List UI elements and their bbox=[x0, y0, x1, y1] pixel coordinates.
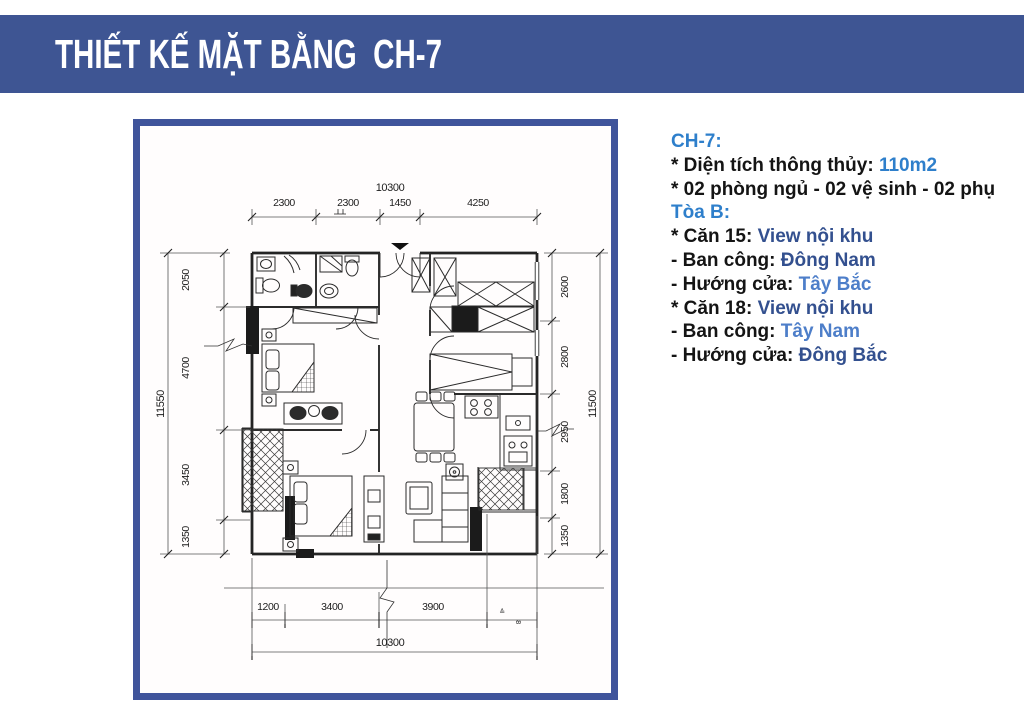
balcony-walls bbox=[241, 427, 537, 513]
dim-label: 10300 bbox=[376, 182, 405, 194]
info-line-area: * Diện tích thông thủy: 110m2 bbox=[671, 154, 938, 176]
dimension-right bbox=[537, 248, 608, 559]
bedroom-top-right bbox=[429, 257, 535, 391]
dimension-bottom bbox=[224, 514, 604, 660]
dim-label: 3450 bbox=[180, 464, 192, 486]
dim-label: 1800 bbox=[559, 483, 571, 505]
bedroom-1 bbox=[261, 307, 378, 425]
dim-label: 2300 bbox=[337, 197, 359, 209]
bedroom-2 bbox=[242, 428, 353, 552]
info-line-rooms: * 02 phòng ngủ - 02 vệ sinh - 02 phụ bbox=[671, 178, 996, 200]
dimension-top-labels: 10300 2300 2300 1450 4250 bbox=[273, 182, 490, 209]
dim-label: 4700 bbox=[180, 357, 192, 379]
dim-label: 11500 bbox=[587, 390, 599, 418]
unit-code: CH-7: bbox=[671, 131, 722, 152]
balcony-right bbox=[478, 467, 537, 511]
dim-label: 1350 bbox=[180, 526, 192, 548]
page-title: THIẾT KẾ MẶT BẰNG CH-7 bbox=[55, 30, 443, 77]
dimension-right-labels: 2600 2800 2950 1800 1350 11500 bbox=[559, 276, 599, 547]
dim-label: 2950 bbox=[559, 421, 571, 443]
kitchen bbox=[464, 393, 538, 471]
header-bar: THIẾT KẾ MẶT BẰNG CH-7 bbox=[0, 15, 1024, 93]
dimension-top bbox=[247, 209, 542, 225]
window bbox=[534, 262, 540, 356]
info-line-tower: Tòa B: bbox=[671, 201, 1011, 225]
info-panel: CH-7: * Diện tích thông thủy: 110m2 * 02… bbox=[671, 130, 1011, 368]
dim-mark: ≙ bbox=[499, 608, 505, 616]
info-line-can18: * Căn 18: View nội khu bbox=[671, 297, 874, 319]
info-line-can18-balcony: - Ban công: Tây Nam bbox=[671, 321, 860, 343]
dim-label: 4250 bbox=[467, 197, 489, 209]
dim-label: 1350 bbox=[559, 525, 571, 547]
info-line-can15-door: - Hướng cửa: Tây Bắc bbox=[671, 273, 872, 295]
dim-label: 2800 bbox=[559, 346, 571, 368]
tower-label: Tòa B: bbox=[671, 202, 731, 224]
entry-marker bbox=[391, 243, 409, 250]
living-room bbox=[363, 463, 469, 543]
dim-label: 10300 bbox=[376, 637, 405, 649]
info-line-can15: * Căn 15: View nội khu bbox=[671, 226, 874, 248]
info-line-unit: CH-7: bbox=[671, 130, 1011, 154]
dimension-left-labels: 11550 2050 4700 3450 1350 bbox=[155, 269, 192, 548]
dim-label: 2600 bbox=[559, 276, 571, 298]
bathroom-fixtures bbox=[255, 254, 360, 299]
dim-label: 1200 bbox=[257, 601, 279, 613]
info-line-can15-balcony: - Ban công: Đông Nam bbox=[671, 249, 876, 271]
dim-label: 11550 bbox=[155, 390, 167, 418]
dimension-left bbox=[160, 248, 253, 559]
dim-label: 2300 bbox=[273, 197, 295, 209]
dim-mark: 8 bbox=[514, 620, 521, 624]
dim-label: 3400 bbox=[321, 601, 343, 613]
dining-table bbox=[413, 391, 456, 463]
dim-label: 2050 bbox=[180, 269, 192, 291]
info-line-can18-door: - Hướng cửa: Đông Bắc bbox=[671, 345, 888, 367]
area-value: 110m2 bbox=[878, 154, 938, 176]
dimension-bottom-labels: 1200 3400 3900 ≙ 8 10300 bbox=[257, 601, 521, 649]
dim-label: 3900 bbox=[422, 601, 444, 613]
dim-label: 1450 bbox=[389, 197, 411, 209]
entry-closet bbox=[411, 257, 431, 293]
